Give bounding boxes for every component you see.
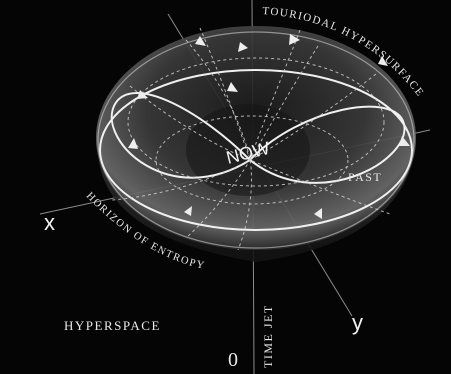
label-hyperspace: HYPERSPACE: [64, 318, 161, 333]
label-past: PAST: [348, 170, 382, 184]
label-y-axis: y: [352, 310, 363, 335]
label-time-jet: TIME JET: [261, 304, 275, 368]
label-origin: 0: [228, 349, 240, 371]
label-x-axis: x: [44, 210, 55, 235]
